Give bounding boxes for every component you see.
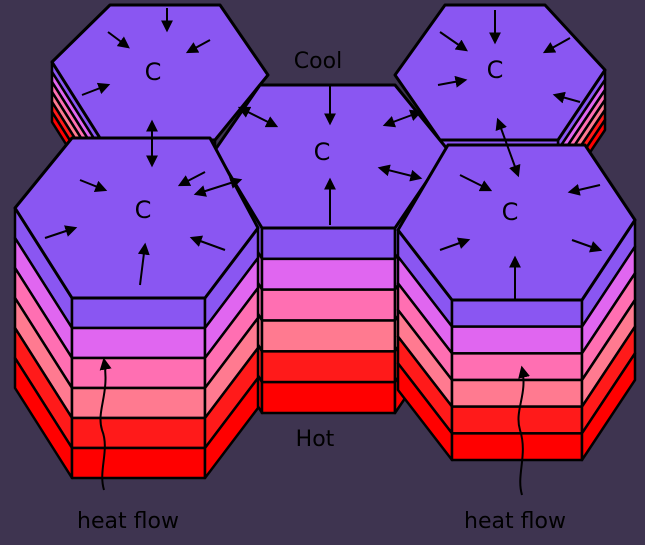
flow-arrow: [571, 239, 603, 253]
cell-label-top-right: C: [487, 56, 504, 84]
cool-label: Cool: [294, 49, 342, 74]
flow-arrow: [437, 75, 468, 88]
hex-right-layer: [450, 432, 584, 462]
cell-label-left: C: [135, 196, 152, 224]
hex-center-layer: [260, 288, 397, 322]
hex-left-layer: [70, 446, 207, 480]
flow-arrow: [495, 117, 521, 178]
flow-arrow: [193, 177, 243, 197]
hex-right-layer: [450, 298, 584, 328]
flow-arrow: [552, 91, 581, 104]
hex-right: [396, 143, 637, 462]
flow-arrow: [81, 82, 111, 96]
hex-center-layer: [260, 380, 397, 415]
flow-arrow: [459, 174, 493, 192]
hex-left-layer: [203, 376, 260, 480]
flow-arrow: [542, 37, 571, 54]
flow-arrow: [439, 31, 468, 52]
cell-label-center: C: [314, 138, 331, 166]
flow-arrow: [382, 109, 423, 128]
hex-right-layer: [450, 325, 584, 355]
flow-arrow: [79, 179, 108, 193]
flow-arrow: [439, 237, 471, 251]
cell-label-top-left: C: [145, 58, 162, 86]
flow-arrow: [189, 235, 226, 251]
hex-left-layer: [70, 326, 207, 360]
flow-arrow: [44, 225, 78, 239]
flow-arrow: [107, 31, 130, 49]
hex-top-left-top: [50, 3, 270, 142]
flow-arrow: [137, 242, 150, 286]
hot-label: Hot: [296, 427, 335, 452]
heat-flow-arrow: [517, 365, 530, 496]
hex-top-right-top: [393, 3, 607, 142]
hex-left-layer: [70, 296, 207, 330]
flow-arrow: [177, 171, 206, 187]
hex-right-layer: [450, 405, 584, 435]
hex-left-layer: [70, 356, 207, 390]
heat-flow-arrow: [99, 357, 112, 491]
heat-flow-label-left: heat flow: [77, 509, 179, 534]
hex-left: [13, 136, 260, 480]
heat-flow-label-right: heat flow: [464, 509, 566, 534]
hex-left-layer: [70, 386, 207, 420]
hex-center-layer: [260, 350, 397, 384]
flow-arrow: [377, 164, 423, 182]
cell-label-right: C: [502, 198, 519, 226]
flow-arrow: [185, 39, 211, 54]
hex-right-layer: [450, 378, 584, 408]
hex-center-layer: [260, 319, 397, 353]
hex-right-top: [396, 143, 637, 302]
hex-center-layer: [260, 257, 397, 291]
flow-arrow: [567, 183, 601, 196]
hex-center-layer: [260, 226, 397, 261]
flow-arrow: [237, 106, 279, 128]
hex-right-layer: [450, 352, 584, 382]
hex-right-layer: [580, 352, 637, 462]
hex-left-layer: [70, 416, 207, 450]
